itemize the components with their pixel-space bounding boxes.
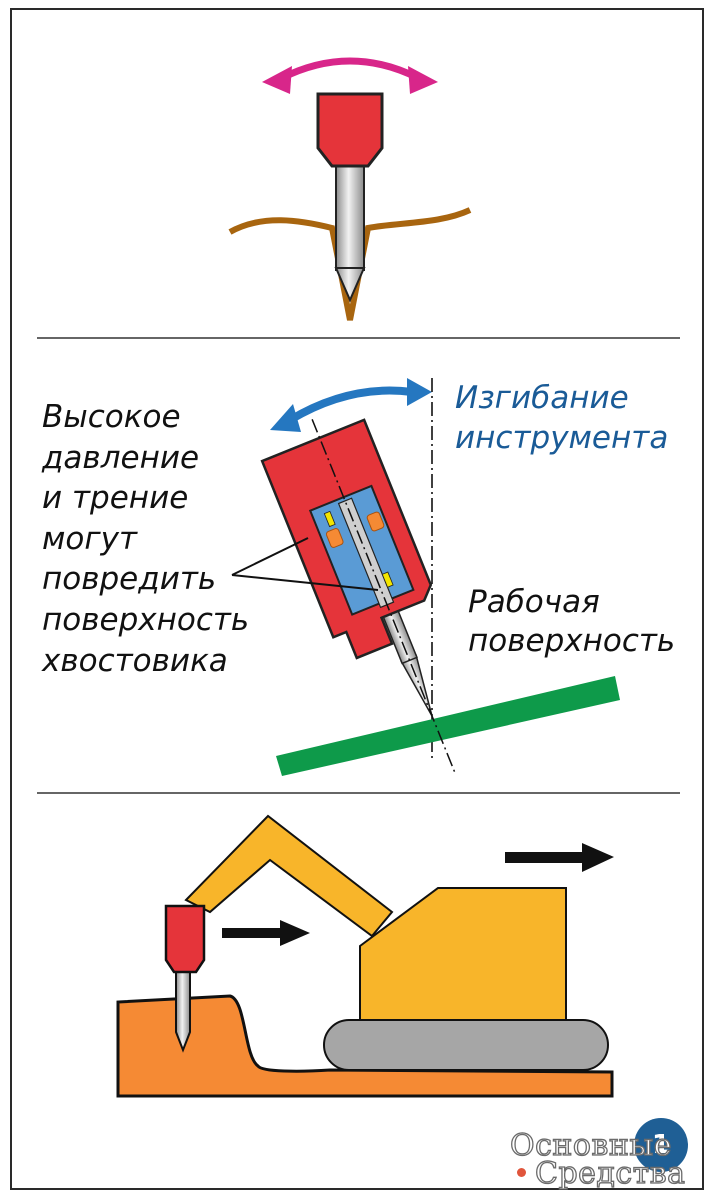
motion-arrow-large (505, 843, 614, 872)
breaker-holder-red (164, 904, 206, 974)
figure-number-badge: 1 (634, 1118, 688, 1172)
ground-orange (116, 994, 614, 1098)
arrowhead-left (262, 66, 292, 94)
excavator-cab (359, 887, 567, 1029)
panel-2-tool-bending (231, 378, 620, 776)
bending-label: Изгибание инструмента (455, 380, 669, 456)
bending-arrow-blue (287, 386, 413, 424)
breaker-tool (164, 904, 206, 1053)
work-surface-label: Рабочая поверхность (468, 584, 676, 659)
callout-line-2 (231, 574, 379, 591)
tool-chisel (334, 161, 366, 303)
bending-arrowhead-right (407, 378, 432, 406)
bending-arrowhead-left (270, 404, 301, 432)
excavator-boom (184, 814, 394, 938)
panel-1-oscillating-tool (228, 57, 472, 321)
retainer-pin-1 (325, 528, 344, 548)
retainer-pin-2 (366, 511, 385, 532)
wear-spot-upper (323, 510, 336, 528)
excavator-track (323, 1019, 609, 1071)
rotation-arrow-magenta (280, 57, 420, 82)
tool-holder-red (316, 92, 384, 168)
work-surface-green (276, 676, 620, 776)
arrowhead-right (408, 66, 438, 94)
tilted-tool (260, 418, 456, 772)
motion-arrow-small (222, 920, 310, 946)
tool-axis-dashdot (311, 419, 456, 772)
watermark-line-2: Средства (534, 1155, 686, 1191)
soil-cut-line (228, 207, 472, 321)
warning-label: Высокое давление и трение могут повредит… (42, 399, 250, 679)
diagram-frame (10, 8, 704, 1190)
panel-3-excavator (116, 814, 614, 1098)
wear-spot-lower (381, 571, 394, 588)
watermark-line-1: Основные (509, 1127, 672, 1163)
callout-line-1 (231, 537, 309, 576)
watermark-dot-icon (517, 1168, 526, 1177)
